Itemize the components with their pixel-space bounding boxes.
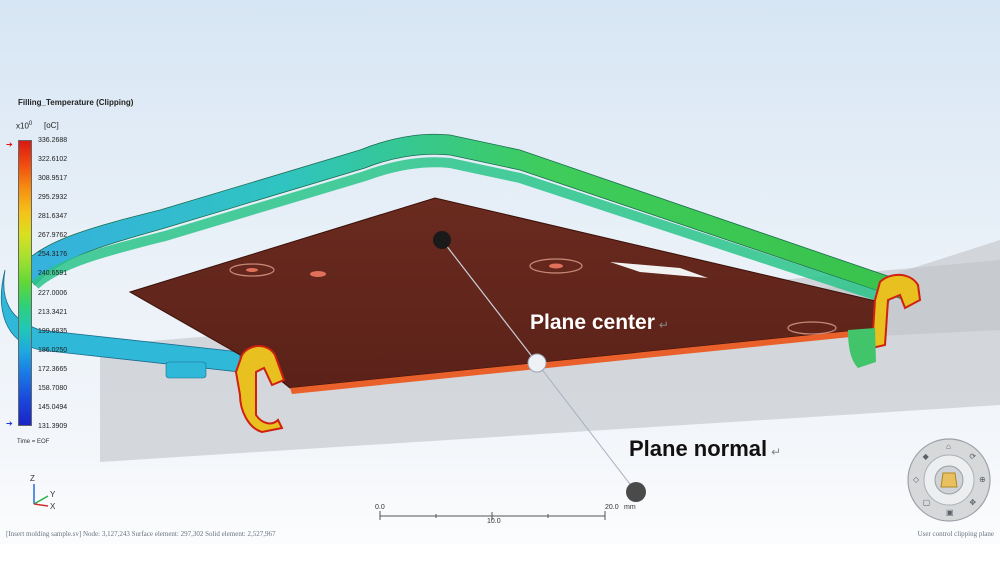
boss-ring [529, 258, 583, 274]
time-label: Time = EOF [17, 439, 50, 445]
frame-left-tab [165, 361, 207, 379]
legend-value: 281.6347 [38, 213, 68, 221]
frame-right-section [870, 273, 922, 350]
boss-ring [787, 321, 837, 335]
legend-value: 186.0250 [38, 346, 68, 354]
boss-ring [549, 263, 563, 269]
boss-ring [310, 271, 326, 277]
legend-scale-factor: x100 [16, 121, 32, 131]
slot-cutout [610, 262, 708, 278]
view-front-icon[interactable]: ▢ [922, 498, 931, 508]
ruler-mid: 10.0 [487, 518, 501, 525]
scale-exponent: 0 [28, 121, 33, 127]
frame-back-inner [31, 157, 892, 305]
ruler-end: 20.0 [605, 504, 619, 511]
scale-base: x10 [16, 121, 29, 131]
legend-unit: [oC] [44, 121, 59, 130]
return-glyph: ↵ [658, 318, 669, 332]
plate-edge [290, 328, 880, 394]
plane-normal-label: Plane normal↵ [629, 436, 781, 462]
plane-normal-text: Plane normal [629, 436, 768, 461]
boss-ring [246, 268, 258, 272]
legend-value: 254.3176 [38, 251, 68, 259]
scale-ruler: 0.0 10.0 20.0 mm [375, 504, 636, 526]
legend-value: 240.6591 [38, 270, 68, 278]
legend-value: 308.9517 [38, 175, 68, 183]
legend-value: 172.3665 [38, 365, 68, 373]
view-cube-navigator[interactable]: ⌂ ⟳ ⊕ ✥ ▣ ▢ ◇ ◆ [906, 437, 992, 523]
legend-value: 131.3909 [38, 423, 68, 430]
view-top-icon[interactable]: ◇ [913, 475, 920, 484]
axis-z-label: Z [30, 474, 35, 483]
legend-value: 295.2932 [38, 194, 68, 202]
status-mode: User control clipping plane [917, 530, 994, 538]
status-mesh-info: [Insert molding sample.sv] Node: 3,127,2… [6, 530, 276, 538]
legend-colorbar[interactable] [18, 140, 32, 426]
legend-value: 267.9762 [38, 232, 68, 240]
plane-center-label: Plane center↵ [530, 311, 669, 335]
status-bar: [Insert molding sample.sv] Node: 3,127,2… [0, 524, 1000, 544]
view-iso-icon[interactable]: ◆ [922, 451, 929, 461]
legend-value: 158.7080 [38, 384, 68, 392]
plane-normal-line [441, 239, 538, 364]
frame-left-section [234, 345, 286, 434]
plane-center-text: Plane center [530, 311, 655, 334]
axis-triad-icon: Z Y X [24, 474, 60, 512]
plane-normal-handle[interactable] [433, 231, 451, 249]
legend-value: 213.3421 [38, 308, 68, 316]
plane-center-handle[interactable] [527, 353, 547, 373]
pan-icon[interactable]: ✥ [969, 498, 977, 508]
result-title: Filling_Temperature (Clipping) [18, 98, 134, 107]
zoom-icon[interactable]: ⊕ [979, 475, 986, 484]
boss-ring [229, 263, 275, 277]
rotate-icon[interactable]: ⟳ [969, 451, 977, 461]
fit-icon[interactable]: ▣ [946, 508, 954, 517]
legend-value: 336.2688 [38, 137, 68, 144]
legend-value: 145.0494 [38, 403, 68, 411]
ruler-start: 0.0 [375, 504, 385, 511]
bottom-band [0, 544, 1000, 588]
plane-normal-line [536, 362, 637, 493]
legend-value: 199.6835 [38, 327, 68, 335]
axis-x-label: X [50, 502, 56, 511]
max-marker-icon: ➔ [6, 140, 13, 149]
frame-right-support [848, 328, 876, 368]
return-glyph: ↵ [771, 445, 782, 459]
ruler-unit: mm [624, 504, 636, 511]
axis-y-label: Y [50, 490, 56, 499]
min-marker-icon: ➔ [6, 419, 13, 428]
home-icon[interactable]: ⌂ [946, 442, 951, 451]
legend-value: 322.6102 [38, 156, 68, 164]
plane-normal-tip[interactable] [626, 482, 646, 502]
legend-value: 227.0006 [38, 289, 68, 297]
